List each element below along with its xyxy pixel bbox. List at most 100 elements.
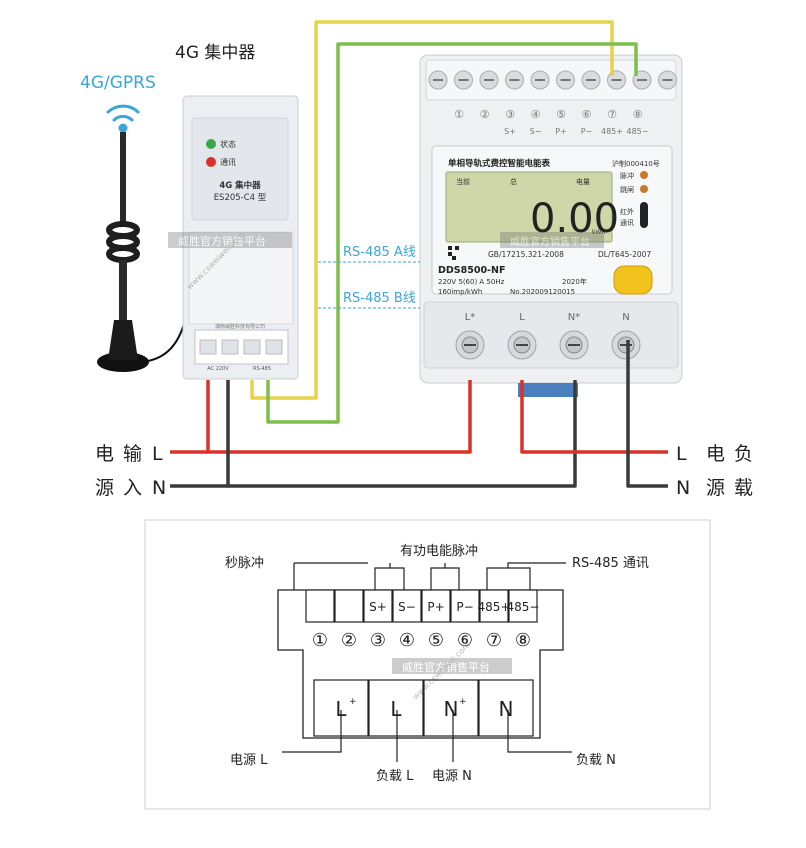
concentrator-device: 状态 通讯 4G 集中器 ES205-C4 型 AC 220V RS-485 湖… bbox=[182, 95, 299, 380]
schematic-terminal-label: P− bbox=[456, 600, 473, 614]
label-second-pulse: 秒脉冲 bbox=[225, 556, 264, 571]
schematic-terminal-label: P+ bbox=[427, 600, 444, 614]
indicator-ir: 红外 bbox=[620, 207, 634, 216]
schematic-terminal-cell bbox=[421, 589, 451, 623]
indicator-trip: 跳闸 bbox=[620, 185, 634, 194]
meter-terminal-name: 485− bbox=[627, 127, 649, 136]
schematic-terminal-number: ⑦ bbox=[486, 630, 502, 651]
label-power-l: 电源 L bbox=[230, 753, 268, 768]
watermark-brand-3: 威胜官方销售平台 bbox=[402, 660, 490, 674]
meter-title: 单相导轨式费控智能电能表 bbox=[448, 158, 551, 169]
meter-serial: No.202009120015 bbox=[510, 288, 575, 296]
meter-terminal-name: P− bbox=[581, 127, 593, 136]
label-rs485: RS-485 通讯 bbox=[572, 556, 649, 571]
schematic-terminal-number: ⑥ bbox=[457, 630, 473, 651]
meter-terminal-number: ③ bbox=[505, 108, 515, 121]
meter-terminal-number: ① bbox=[454, 108, 464, 121]
schematic-power-cell bbox=[368, 679, 424, 737]
schematic-terminal-label: S+ bbox=[369, 600, 387, 614]
lcd-unit: kWh bbox=[592, 229, 605, 236]
power-terminal-label: L bbox=[519, 312, 525, 323]
label-power-n: 电源 N bbox=[432, 769, 472, 784]
terminal-label-485: RS-485 bbox=[253, 366, 271, 372]
schematic-power-cell bbox=[478, 679, 534, 737]
label-load-n: 负载 N bbox=[576, 753, 616, 768]
meter-model: DDS8500-NF bbox=[438, 265, 505, 276]
meter-terminal-name: 485+ bbox=[601, 127, 623, 136]
indicator-comm: 通讯 bbox=[620, 218, 634, 227]
meter-terminal-name: P+ bbox=[555, 127, 567, 136]
screw-icon bbox=[428, 70, 448, 90]
power-terminal-label: N bbox=[622, 312, 629, 323]
schematic-outline bbox=[277, 589, 564, 739]
concentrator-title: 4G 集中器 bbox=[175, 43, 255, 63]
meter-terminal-number: ⑥ bbox=[582, 108, 592, 121]
right-label-load-2: 载 bbox=[734, 477, 753, 499]
schematic-power-label: N bbox=[499, 697, 514, 721]
schematic-terminal-number: ③ bbox=[370, 630, 386, 651]
spec-line1: 220V 5(60) A 50Hz bbox=[438, 278, 505, 286]
lcd-value: 0.00 bbox=[530, 196, 619, 242]
qr-icon bbox=[448, 246, 459, 260]
screw-icon bbox=[530, 70, 550, 90]
watermark-brand-1: 威胜官方销售平台 bbox=[178, 234, 266, 248]
spec-year: 2020年 bbox=[562, 277, 587, 286]
power-terminal: N* bbox=[559, 312, 589, 360]
lcd-label-energy: 电量 bbox=[576, 177, 590, 186]
power-terminal: L bbox=[507, 312, 537, 360]
schematic-terminal-number: ① bbox=[312, 630, 328, 651]
power-terminal: L* bbox=[455, 312, 485, 360]
screw-icon bbox=[479, 70, 499, 90]
screw-icon bbox=[505, 70, 524, 90]
left-line-n: N bbox=[152, 477, 166, 499]
screw-icon bbox=[658, 70, 677, 90]
standard-right: DL/T645-2007 bbox=[598, 250, 651, 259]
schematic-terminal-cell bbox=[479, 589, 509, 623]
schematic-power-label: L bbox=[390, 697, 402, 721]
antenna-label: 4G/GPRS bbox=[80, 73, 156, 93]
reset-button[interactable] bbox=[613, 265, 653, 295]
right-line-l: L bbox=[676, 443, 687, 465]
power-terminal-label: L* bbox=[465, 312, 476, 323]
signal-icon bbox=[106, 104, 140, 133]
lcd-label-total: 总 bbox=[510, 177, 517, 186]
left-label-input-1: 输 bbox=[123, 443, 142, 465]
meter-terminal-name: S+ bbox=[504, 127, 516, 136]
spec-line2: 160imp/kWh bbox=[438, 288, 482, 296]
schematic-terminal-cell bbox=[305, 589, 335, 623]
schematic-terminal-number: ④ bbox=[399, 630, 415, 651]
schematic-terminal-number: ② bbox=[341, 630, 357, 651]
indicator-pulse: 脉冲 bbox=[620, 171, 634, 180]
left-label-input-2: 入 bbox=[123, 477, 142, 499]
schematic-terminal-cell bbox=[392, 589, 422, 623]
schematic-frame bbox=[144, 519, 711, 810]
meter-cert: 沪制000410号 bbox=[612, 159, 660, 168]
schematic-power-label: N bbox=[444, 697, 459, 721]
status-label: 状态 bbox=[220, 139, 236, 149]
schematic-terminal-cell bbox=[363, 589, 393, 623]
screw-icon bbox=[581, 70, 601, 90]
terminal-label-ac: AC 220V bbox=[207, 366, 229, 372]
schematic-power-label: L bbox=[335, 697, 347, 721]
schematic-terminal-cell bbox=[450, 589, 480, 623]
left-label-power-2: 源 bbox=[95, 477, 114, 499]
schematic-terminal-label: 485− bbox=[507, 600, 540, 614]
schematic-terminal-label: S− bbox=[398, 600, 416, 614]
left-label-power-1: 电 bbox=[95, 443, 114, 465]
comm-label: 通讯 bbox=[220, 157, 236, 167]
schematic-terminal-cell bbox=[334, 589, 364, 623]
schematic-terminal-number: ⑧ bbox=[515, 630, 531, 651]
screw-icon bbox=[607, 70, 626, 90]
watermark-brand-2: 威胜官方销售平台 bbox=[510, 235, 590, 248]
right-label-power-1: 电 bbox=[706, 443, 725, 465]
label-load-l: 负载 L bbox=[376, 769, 414, 784]
meter-terminal-name: S− bbox=[530, 127, 542, 136]
meter-terminal-number: ④ bbox=[531, 108, 541, 121]
label-active-pulse: 有功电能脉冲 bbox=[400, 544, 478, 559]
meter-terminal-number: ⑤ bbox=[556, 108, 566, 121]
right-label-power-2: 源 bbox=[706, 477, 725, 499]
meter-terminal-number: ② bbox=[480, 108, 490, 121]
schematic-terminal-cell bbox=[508, 589, 538, 623]
